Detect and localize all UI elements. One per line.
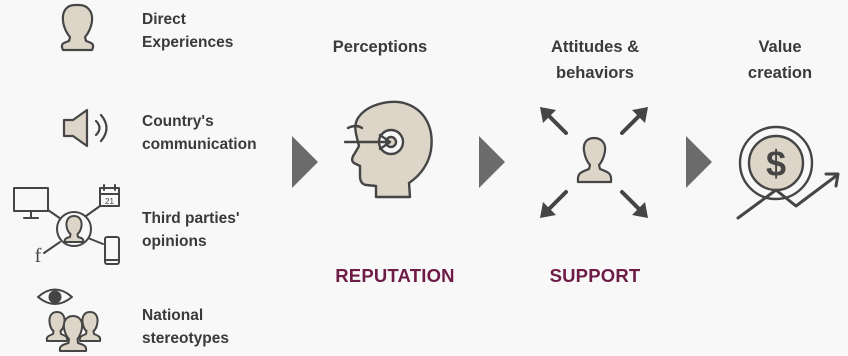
source-direct-experiences: Direct Experiences [142,11,234,51]
flow-arrow-3 [686,136,712,188]
heading-value-creation: Value creation [747,38,813,82]
svg-text:21: 21 [105,197,114,206]
outcome-support: SUPPORT [549,265,641,286]
person-arrows-icon [540,107,648,218]
source-national-stereotypes: National stereotypes [142,307,230,347]
monitor-icon [13,187,49,219]
calendar-icon: 21 [99,184,120,207]
svg-text:$: $ [766,143,786,184]
flow-arrow-2 [479,136,505,188]
people-eye-icon [37,288,102,352]
dollar-growth-icon: $ [736,125,840,220]
person-icon [60,3,95,52]
outcome-reputation: REPUTATION [335,265,455,286]
speaker-icon [62,108,108,148]
flow-arrow-1 [292,136,318,188]
third-parties-icon: 21 f [13,184,120,267]
heading-perceptions: Perceptions [332,38,428,56]
source-country-communication: Country's communication [142,113,257,153]
facebook-icon: f [35,245,42,267]
heading-attitudes-behaviors: Attitudes & behaviors [551,38,639,82]
source-third-parties: Third parties' opinions [142,210,240,250]
phone-icon [104,236,120,265]
perceiving-head-icon [343,100,433,199]
